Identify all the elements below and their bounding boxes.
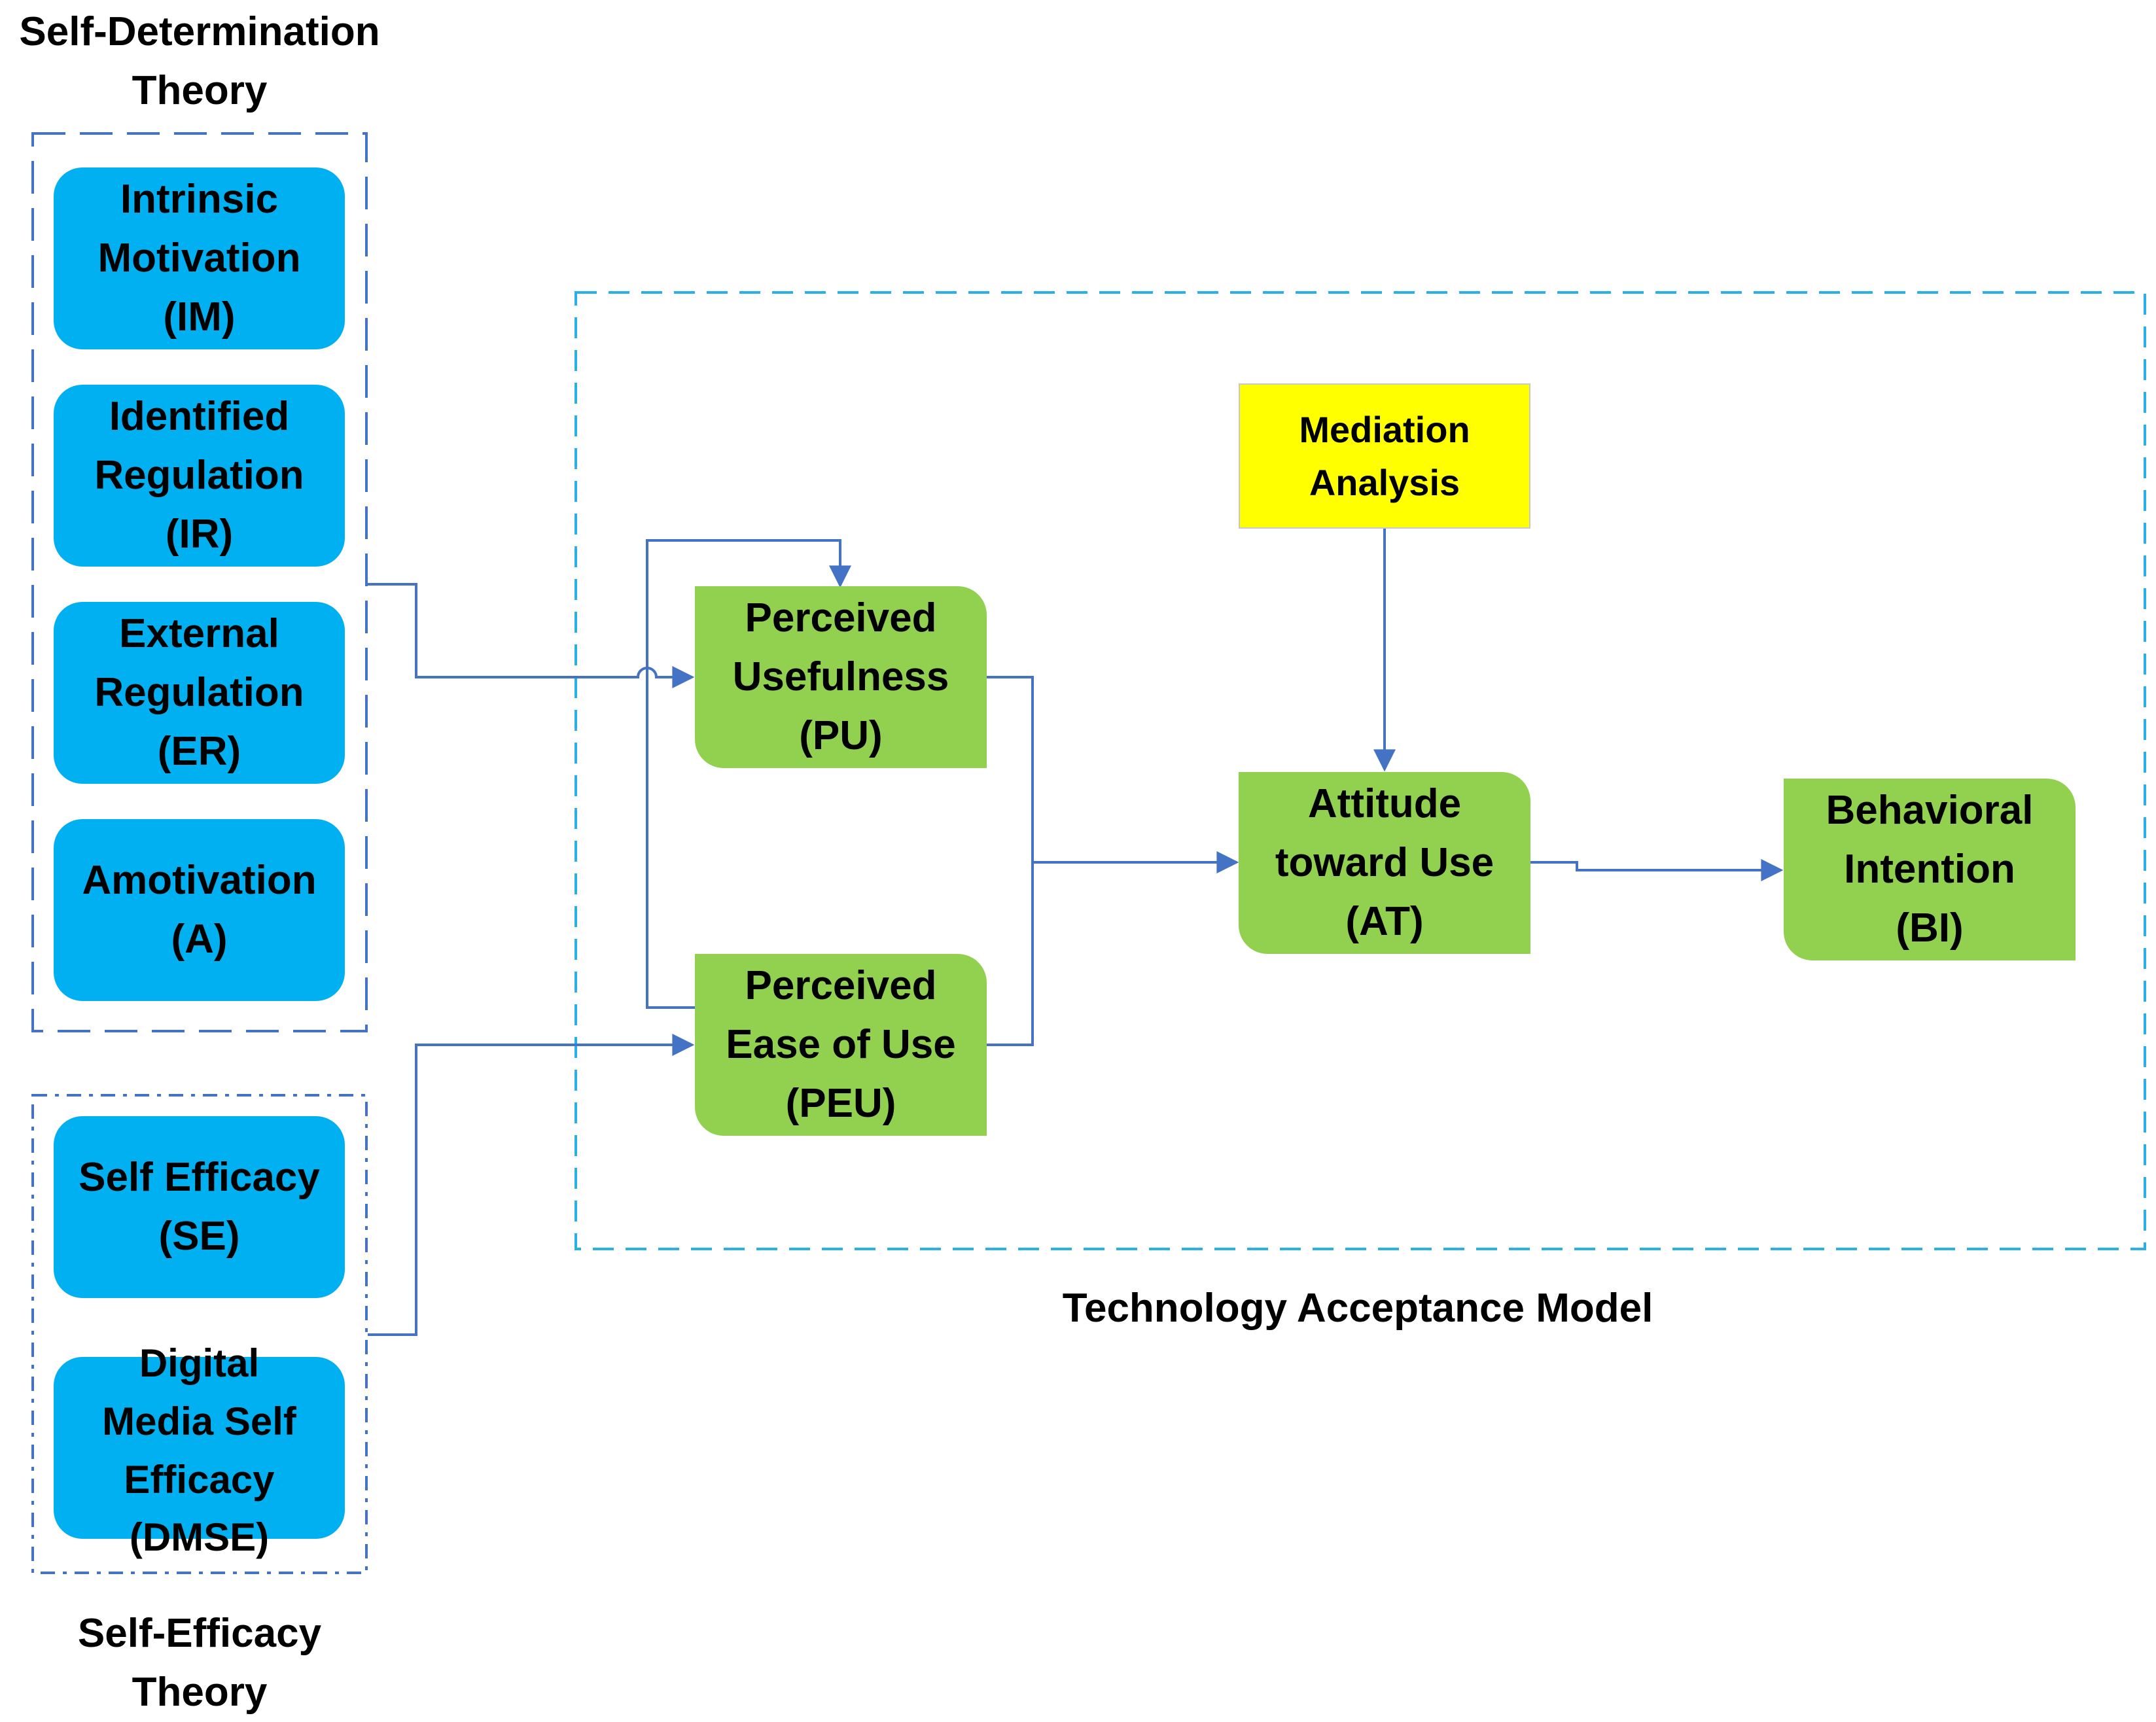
sdt-title-line-1: Self-Determination [19, 9, 380, 54]
pu-to-at-connector [987, 676, 1239, 873]
node-identified-regulation: Identified Regulation (IR) [54, 385, 345, 567]
tam-group-title: Technology Acceptance Model [1062, 1286, 1653, 1331]
set-to-peu-connector [368, 1034, 695, 1336]
at-to-bi-connector [1530, 859, 1784, 881]
node-behavioral-intention: Behavioral Intention (BI) [1784, 779, 2076, 960]
sdt-group-border [31, 132, 368, 1032]
set-group-border [31, 1094, 368, 1574]
sdt-to-pu-connector [368, 583, 695, 688]
node-self-efficacy: Self Efficacy (SE) [54, 1116, 345, 1298]
node-intrinsic-motivation: Intrinsic Motivation (IM) [54, 167, 345, 349]
node-perceived-usefulness: Perceived Usefulness (PU) [695, 586, 987, 768]
set-title-line-1: Self-Efficacy [77, 1611, 322, 1656]
sdt-group-title: Self-Determination Theory [0, 3, 399, 120]
node-mediation-analysis: Mediation Analysis [1239, 383, 1530, 529]
node-amotivation: Amotivation (A) [54, 819, 345, 1001]
node-perceived-ease-of-use: Perceived Ease of Use (PEU) [695, 954, 987, 1136]
tam-group-border [574, 291, 2146, 1250]
node-external-regulation: External Regulation (ER) [54, 602, 345, 784]
node-digital-media-self-efficacy: Digital Media Self Efficacy (DMSE) [54, 1341, 345, 1559]
peu-to-at-connector [987, 862, 1034, 1046]
set-group-title: Self-Efficacy Theory [0, 1604, 399, 1722]
node-attitude-toward-use: Attitude toward Use (AT) [1239, 772, 1530, 954]
sdt-title-line-2: Theory [132, 67, 268, 113]
set-title-line-2: Theory [132, 1669, 268, 1715]
peu-to-pu-feedback-connector [646, 539, 851, 1009]
